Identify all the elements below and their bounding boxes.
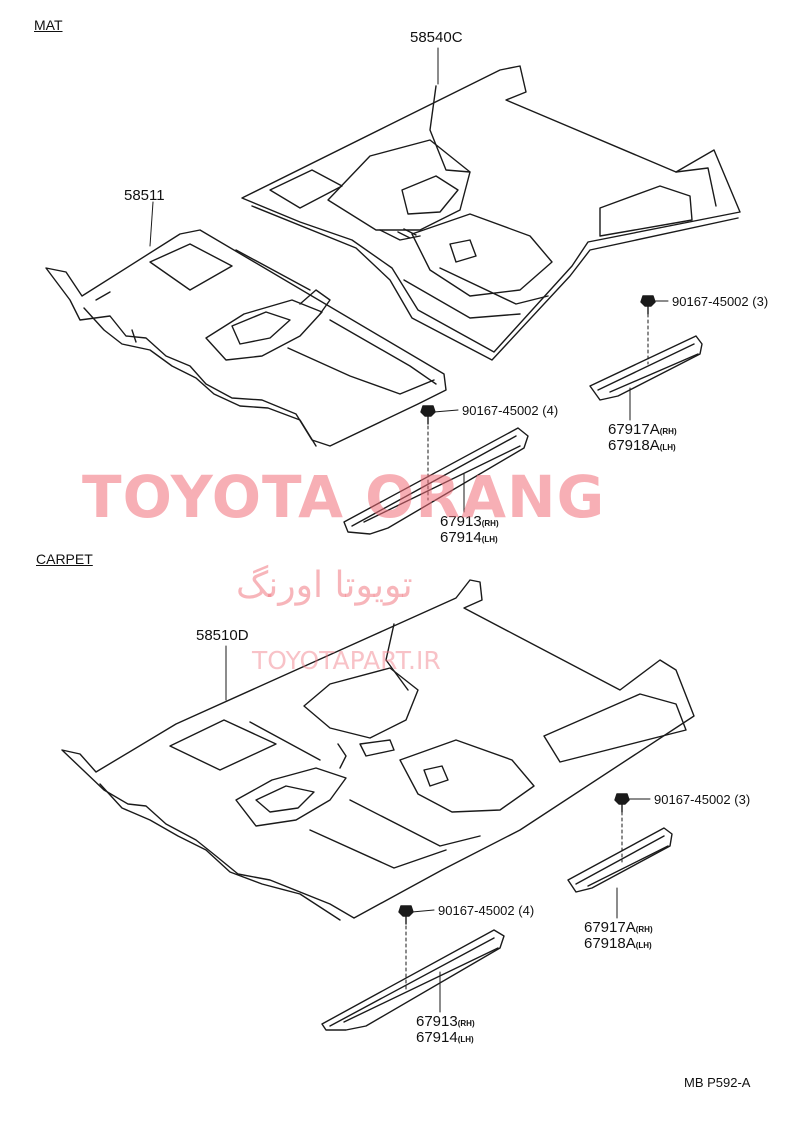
- part-number-clip-front-mat: 90167-45002 (4): [462, 403, 559, 418]
- part-number-plate-front-rh-carpet: 67913(RH): [416, 1013, 475, 1030]
- part-number-plate-front-lh-mat: 67914(LH): [440, 529, 498, 546]
- clip-icon: [420, 295, 656, 425]
- leader-lines-mat: [149, 47, 669, 513]
- scuff-plate-rear-carpet-drawing: [567, 827, 673, 893]
- scuff-plate-rear-mat-drawing: [589, 335, 703, 401]
- front-floor-mat-drawing: [45, 229, 447, 447]
- part-number-plate-rear-rh-mat: 67917A(RH): [608, 421, 677, 438]
- scuff-plate-front-carpet-drawing: [321, 929, 505, 1031]
- part-number-carpet: 58510D: [196, 627, 249, 644]
- part-number-clip-rear-carpet: 90167-45002 (3): [654, 792, 751, 807]
- watermark-main: TOYOTA ORANG: [82, 463, 606, 531]
- part-number-plate-rear-rh-carpet: 67917A(RH): [584, 919, 653, 936]
- section-title-mat: MAT: [34, 17, 63, 33]
- part-number-clip-rear-mat: 90167-45002 (3): [672, 294, 769, 309]
- part-number-front-mat: 58511: [124, 187, 165, 204]
- rear-floor-mat-drawing: [241, 65, 741, 361]
- part-number-plate-rear-lh-carpet: 67918A(LH): [584, 935, 652, 952]
- watermark-url: TOYOTAPART.IR: [252, 646, 441, 675]
- carpet-drawing: [61, 579, 695, 921]
- part-number-plate-front-rh-mat: 67913(RH): [440, 513, 499, 530]
- dashed-lines-mat: [427, 307, 649, 501]
- clip-icon: [398, 793, 630, 925]
- part-number-clip-front-carpet: 90167-45002 (4): [438, 903, 535, 918]
- part-number-rear-mat: 58540C: [410, 29, 463, 46]
- watermark-persian: تویوتا اورنگ: [236, 565, 413, 606]
- part-number-plate-front-lh-carpet: 67914(LH): [416, 1029, 474, 1046]
- leader-lines-carpet: [225, 645, 651, 1013]
- dashed-lines-carpet: [405, 805, 623, 991]
- scuff-plate-front-mat-drawing: [343, 427, 529, 535]
- part-number-plate-rear-lh-mat: 67918A(LH): [608, 437, 676, 454]
- section-title-carpet: CARPET: [36, 551, 93, 567]
- diagram-code: MB P592-A: [684, 1075, 751, 1090]
